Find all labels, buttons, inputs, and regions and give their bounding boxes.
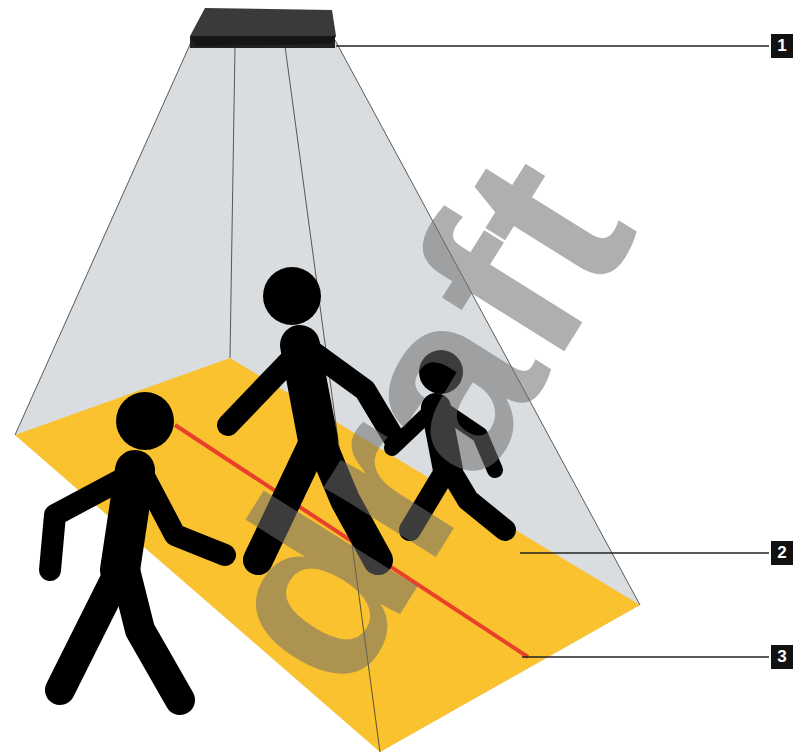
watermark: draft <box>167 118 673 722</box>
sensor-device <box>190 8 336 48</box>
callout-number: 2 <box>771 541 793 565</box>
callout-number: 1 <box>771 34 793 58</box>
callout-number: 3 <box>771 645 793 669</box>
